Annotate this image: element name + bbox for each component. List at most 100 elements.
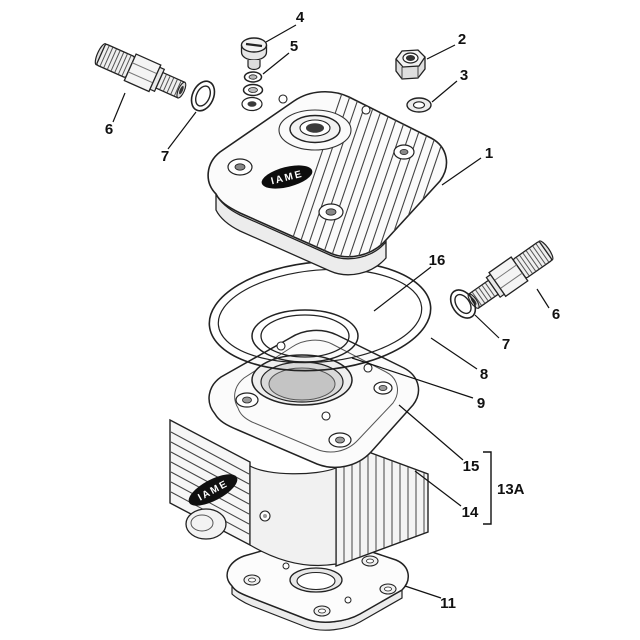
callout-9: 9 bbox=[477, 395, 485, 412]
oring-7-right bbox=[449, 289, 477, 319]
washer-hole bbox=[412, 101, 426, 109]
head-top-face bbox=[207, 91, 448, 258]
head-bolt-holes bbox=[227, 144, 415, 221]
exhaust-boss bbox=[185, 508, 227, 540]
cylinder-bore-depth bbox=[268, 367, 336, 401]
cylinder-skirt bbox=[249, 464, 337, 567]
leader-line-6-right bbox=[536, 288, 550, 309]
callouts: 4 5 2 3 6 7 1 16 6 7 8 9 15 13A 14 11 bbox=[105, 9, 560, 612]
deck-bolt-hole bbox=[378, 384, 388, 391]
callout-7-left: 7 bbox=[161, 148, 169, 165]
plug-slot bbox=[245, 42, 263, 48]
leader-line-7-right bbox=[474, 314, 500, 339]
leader-lines bbox=[112, 24, 550, 599]
fitting-thread-lines bbox=[99, 45, 132, 76]
fitting-tip-thread-lines bbox=[159, 74, 182, 96]
callout-14: 14 bbox=[462, 504, 479, 521]
flange-center-opening-inner bbox=[296, 571, 336, 591]
washer-ring-hole bbox=[248, 87, 258, 93]
gasket-inner-edge bbox=[217, 268, 423, 364]
nut-hole bbox=[405, 55, 416, 61]
skirt-boss-hole bbox=[263, 514, 267, 518]
washer-ring-hole bbox=[248, 74, 258, 80]
brand-logo-head: IAME bbox=[261, 165, 313, 189]
leader-line-14 bbox=[414, 470, 462, 507]
brand-oval bbox=[261, 165, 313, 189]
fitting-hex-facets bbox=[494, 264, 523, 289]
plug-stem bbox=[247, 60, 261, 71]
leader-line-4 bbox=[265, 24, 297, 43]
fitting-tip-hole bbox=[179, 85, 184, 95]
deck-stud bbox=[321, 411, 331, 421]
callout-4: 4 bbox=[296, 9, 305, 26]
head-bolt-hole bbox=[399, 148, 409, 155]
callout-6-right: 6 bbox=[552, 306, 560, 323]
callout-11: 11 bbox=[440, 595, 456, 612]
flange-bolt-slot-hole bbox=[366, 558, 374, 564]
callout-13a: 13A bbox=[497, 481, 525, 498]
oring-outer bbox=[449, 289, 477, 319]
leader-line-3 bbox=[431, 80, 458, 103]
deck-bolt-hole bbox=[335, 436, 345, 444]
callout-5: 5 bbox=[290, 38, 298, 55]
inner-oring-small bbox=[260, 314, 350, 358]
flange-stud bbox=[344, 596, 352, 604]
leader-line-7-left bbox=[167, 111, 197, 150]
callout-1: 1 bbox=[485, 145, 493, 162]
cylinder-deck-recess bbox=[234, 339, 398, 453]
inner-oring-set bbox=[251, 309, 359, 363]
fitting-hex-facets bbox=[127, 62, 158, 84]
head-boss-hole bbox=[306, 123, 324, 133]
cylinder-right-fin-lines bbox=[343, 443, 425, 563]
callout-6-left: 6 bbox=[105, 121, 113, 138]
callout-16: 16 bbox=[429, 252, 446, 269]
cylinder-deck-bolt-holes bbox=[235, 381, 393, 448]
oring-7-left bbox=[190, 80, 216, 112]
fitting-tip-thread-lines bbox=[471, 282, 495, 306]
leader-line-8 bbox=[430, 337, 478, 370]
nut-2 bbox=[395, 49, 426, 80]
leader-line-11 bbox=[404, 585, 442, 599]
leader-line-5 bbox=[262, 52, 290, 75]
oring-inner bbox=[194, 85, 212, 107]
inner-oring-large bbox=[251, 309, 359, 363]
deck-stud bbox=[363, 363, 373, 373]
brand-oval bbox=[188, 474, 238, 506]
flange-bolt-slot-hole bbox=[318, 608, 326, 614]
cylinder-head: IAME bbox=[207, 91, 448, 276]
head-plug-hole bbox=[247, 101, 257, 107]
washers-5 bbox=[242, 71, 264, 97]
deck-stud bbox=[276, 341, 286, 351]
exhaust-boss-inner bbox=[190, 514, 214, 532]
callout-2: 2 bbox=[458, 31, 466, 48]
bracket-13a bbox=[483, 451, 492, 525]
washer-3 bbox=[406, 97, 432, 113]
fitting-thread-lines bbox=[516, 243, 550, 276]
leader-line-9 bbox=[351, 357, 474, 399]
deck-bolt-hole bbox=[242, 396, 252, 404]
callout-8: 8 bbox=[480, 366, 488, 383]
nut-side-edges bbox=[401, 66, 419, 79]
head-fin-lines bbox=[269, 91, 447, 257]
leader-line-1 bbox=[441, 157, 482, 186]
flange-bolt-slot-hole bbox=[384, 586, 392, 592]
callout-15: 15 bbox=[463, 458, 480, 475]
oring-inner bbox=[454, 293, 472, 315]
fitting-6-left bbox=[94, 43, 187, 99]
callout-3: 3 bbox=[460, 67, 468, 84]
plug-4 bbox=[240, 37, 268, 71]
head-thickness bbox=[215, 193, 387, 276]
head-stud bbox=[361, 105, 371, 115]
callout-7-right: 7 bbox=[502, 336, 510, 353]
leader-line-2 bbox=[426, 44, 456, 60]
leader-line-16 bbox=[373, 266, 432, 312]
leader-line-6-left bbox=[112, 92, 126, 123]
cylinder-body: IAME bbox=[169, 329, 429, 568]
oring-outer bbox=[190, 80, 216, 112]
head-fins bbox=[269, 91, 447, 257]
leader-line-15 bbox=[398, 404, 464, 461]
head-bolt-hole bbox=[325, 208, 337, 216]
head-bolt-hole bbox=[234, 163, 246, 171]
